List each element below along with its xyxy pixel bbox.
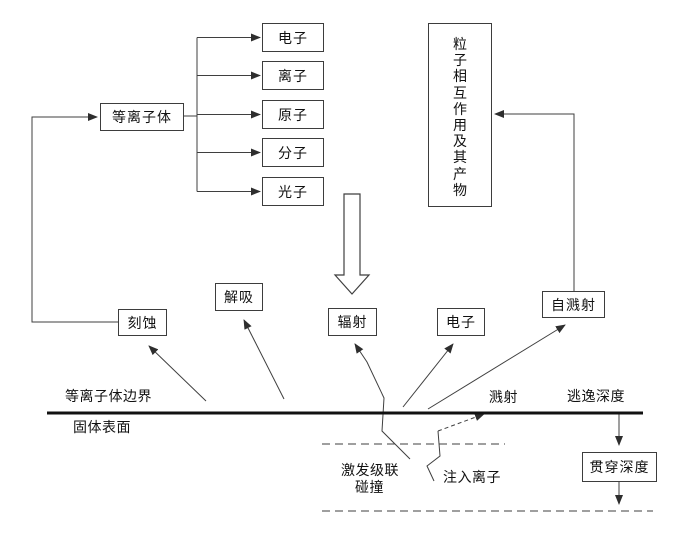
plasma-box: 等离子体 [100, 103, 184, 131]
self-sputtering-box: 自溅射 [542, 291, 605, 318]
escape-depth-label: 逃逸深度 [567, 388, 625, 404]
cascade-to-radiation-arrow [354, 343, 411, 460]
plasma-boundary-label: 等离子体边界 [65, 388, 152, 404]
cascade-collision-label-line2: 碰撞 [355, 479, 384, 495]
electron-emission-box: 电子 [437, 308, 485, 336]
injected-ion-path [426, 430, 441, 482]
surface-to-electron-arrow [402, 343, 454, 408]
molecule-product-box: 分子 [262, 138, 324, 167]
injected-ion-label: 注入离子 [443, 469, 501, 485]
desorption-box: 解吸 [215, 283, 263, 311]
surface-to-desorption-arrow [243, 319, 285, 400]
surface-to-etching-arrow [148, 345, 207, 402]
etching-to-plasma-line [31, 113, 118, 323]
plasma-branch-trunk [184, 37, 198, 192]
ion-product-box: 离子 [262, 61, 324, 90]
particle-interaction-text: 粒子相互作用及其产物 [453, 36, 467, 198]
atom-product-box: 原子 [262, 100, 324, 129]
sputtering-label: 溅射 [489, 389, 518, 405]
selfsputter-to-interaction-line [494, 110, 575, 291]
photon-product-box: 光子 [262, 177, 324, 206]
solid-surface-label: 固体表面 [73, 419, 131, 435]
radiation-box: 辐射 [328, 308, 377, 336]
etching-box: 刻蚀 [118, 309, 167, 336]
penetration-depth-box: 贯穿深度 [582, 452, 657, 482]
cascade-collision-label-line1: 激发级联 [341, 462, 399, 478]
surface-to-selfsputter-arrow [427, 324, 566, 410]
block-arrow-down-icon [333, 193, 371, 295]
particle-interaction-box: 粒子相互作用及其产物 [428, 23, 492, 207]
electron-product-box: 电子 [262, 23, 324, 52]
sputter-trajectory-arrow [437, 413, 485, 432]
